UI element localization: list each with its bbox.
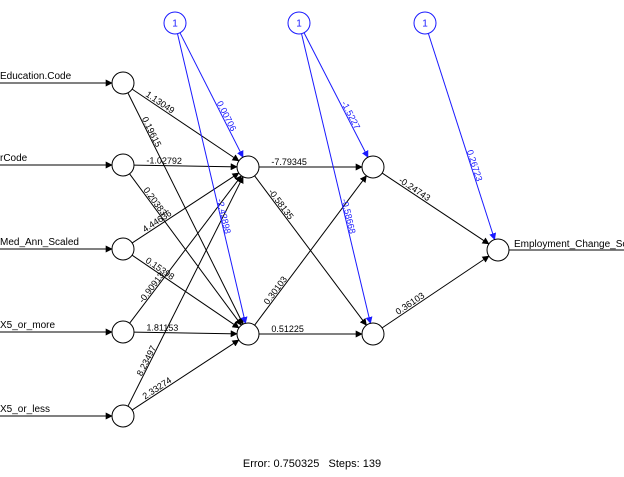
edge-i5-h2	[131, 339, 240, 411]
edge-b1-h2	[177, 33, 248, 324]
edge-b2-g2	[301, 33, 373, 324]
node-i2	[111, 153, 135, 177]
weight-label-g1-o: -0.24743	[397, 175, 432, 203]
bias-node-b1	[163, 11, 187, 35]
weight-label-h1-g1: -7.79345	[271, 157, 307, 167]
weight-label-h2-g1: 0.30103	[262, 274, 290, 306]
weight-label-i1-h1: 1.13049	[144, 89, 177, 115]
edge-g2-o	[381, 255, 490, 329]
input-label-4: X5_or_more	[0, 320, 55, 331]
input-label-1: Education.Code	[0, 71, 72, 82]
weight-label-i5-h1: 8.23497	[135, 344, 159, 378]
weight-label-i4-h2: 1.81153	[146, 322, 178, 333]
edge-b3-o	[427, 33, 497, 241]
output-label: Employment_Change_Scaled	[514, 239, 624, 250]
edge-b1-h1	[179, 32, 244, 158]
weight-label-i1-h2: 0.19615	[140, 115, 163, 149]
bias-node-b3	[413, 11, 437, 35]
node-g2	[361, 322, 385, 346]
node-o	[486, 238, 510, 262]
error-readout: Error: 0.750325	[242, 458, 320, 470]
edge-i1-h1	[131, 88, 240, 162]
weight-label-g2-o: 0.36103	[394, 290, 427, 316]
edge-i5-h1	[127, 176, 244, 407]
edge-i2-h1	[133, 163, 238, 171]
bias-node-label-b2: 1	[296, 19, 302, 30]
weight-label-h1-g2: -0.58135	[266, 187, 295, 221]
edge-i4-h2	[133, 330, 238, 338]
edge-i3-h1	[131, 172, 240, 244]
edge-g1-o	[381, 172, 490, 245]
node-i3	[111, 237, 135, 261]
weight-label-b2-g2: -0.58668	[340, 198, 358, 235]
input-label-5: X5_or_less	[0, 404, 50, 415]
input-label-3: Med_Ann_Scaled	[0, 237, 79, 248]
training-summary: Error: 0.750325 Steps: 139	[0, 458, 624, 470]
edge-weight-labels: 1.130490.19615-1.027920.203834.446360.15…	[135, 89, 485, 401]
weight-label-b1-h1: 0.00706	[215, 99, 239, 133]
weight-label-i2-h1: -1.02792	[146, 155, 182, 166]
bias-node-b2	[287, 11, 311, 35]
edge-i4-h1	[129, 175, 242, 324]
node-h1	[236, 155, 260, 179]
node-i4	[111, 320, 135, 344]
weight-label-h2-g2: 0.51225	[271, 324, 304, 334]
input-label-2: rCode	[0, 153, 28, 164]
node-h2	[236, 322, 260, 346]
weight-label-i4-h1: -0.90913	[137, 270, 166, 304]
steps-readout: Steps: 139	[328, 458, 382, 470]
node-labels: Education.Code rCodeMed_Ann_ScaledX5_or_m…	[0, 19, 624, 416]
node-g1	[361, 155, 385, 179]
nodes	[111, 11, 510, 428]
weight-label-b3-o: 0.26723	[465, 149, 484, 183]
edge-h2-g1	[254, 175, 367, 326]
weight-label-b2-g1: -1.5227	[339, 99, 362, 131]
bias-node-label-b3: 1	[422, 19, 428, 30]
node-i5	[111, 404, 135, 428]
weight-label-i5-h2: 2.33274	[141, 375, 174, 401]
bias-node-label-b1: 1	[172, 19, 178, 30]
edge-b2-g1	[303, 32, 369, 158]
node-i1	[111, 71, 135, 95]
input-lines	[0, 79, 624, 420]
weighted-edges	[127, 32, 497, 411]
